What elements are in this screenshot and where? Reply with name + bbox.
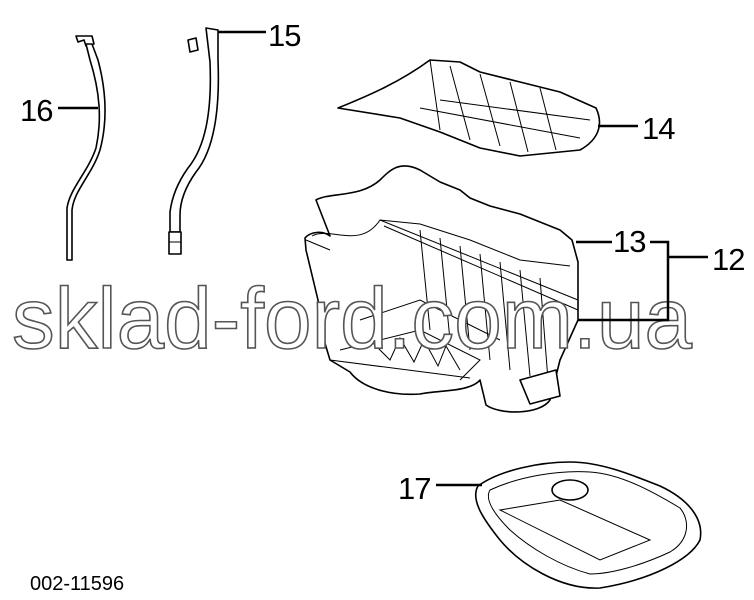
callout-17: 17 bbox=[398, 471, 430, 506]
callout-12: 12 bbox=[712, 242, 744, 277]
dipstick-part bbox=[66, 35, 106, 261]
baffle-part bbox=[337, 59, 601, 157]
figure-number: 002-11596 bbox=[30, 573, 124, 595]
callout-13: 13 bbox=[613, 224, 645, 259]
callout-15: 15 bbox=[268, 18, 300, 53]
lower-pan-part bbox=[474, 461, 702, 589]
leader-lines bbox=[58, 30, 708, 487]
dipstick-tube-part bbox=[168, 27, 220, 255]
callout-16: 16 bbox=[20, 93, 52, 128]
oil-pan-part bbox=[304, 165, 579, 413]
callout-14: 14 bbox=[642, 111, 675, 146]
